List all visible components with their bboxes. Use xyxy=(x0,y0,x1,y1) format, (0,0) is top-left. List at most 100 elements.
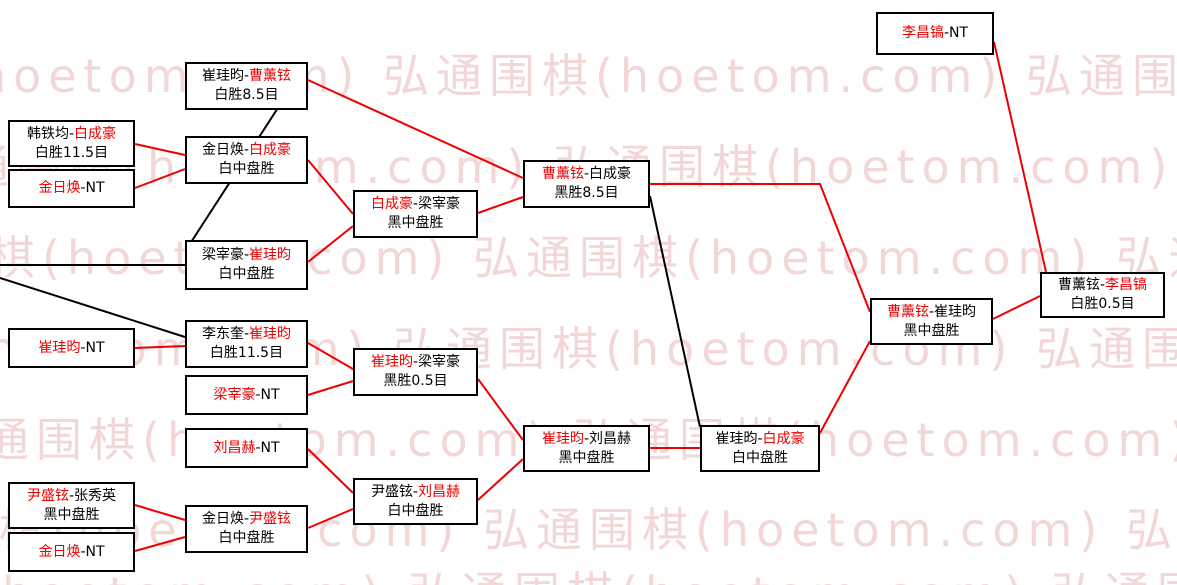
match-result: 黑胜8.5目 xyxy=(554,185,619,201)
winner-path-line xyxy=(307,225,354,263)
winner-name: 崔珪昀 xyxy=(38,339,81,356)
winner-path-line xyxy=(307,380,354,396)
match-box-cui-liang: 崔珪昀-梁宰豪黑胜0.5目 xyxy=(353,348,478,396)
winner-name: 李昌镐 xyxy=(1105,277,1148,293)
player-name: -NT xyxy=(255,439,280,456)
bye-box-jin-nt-1: 金日焕-NT xyxy=(8,169,135,208)
winner-name: 白成豪 xyxy=(74,125,117,142)
player-name: -崔珪昀 xyxy=(928,303,977,320)
winner-name: 曹薰铉 xyxy=(886,303,929,320)
match-box-cui-liu: 崔珪昀-刘昌赫黑中盘胜 xyxy=(523,425,650,472)
winner-name: 梁宰豪 xyxy=(213,386,256,403)
match-box-han-bai: 韩铁均-白成豪白胜11.5目 xyxy=(8,120,135,167)
player-name: -NT xyxy=(80,180,105,196)
bye-box-cui-nt: 崔珪昀-NT xyxy=(8,328,135,368)
winner-path-line xyxy=(134,168,186,189)
winner-name: 金日焕 xyxy=(38,543,81,560)
winner-path-line xyxy=(477,458,524,501)
winner-path-line xyxy=(992,295,1041,320)
winner-name: 崔珪昀 xyxy=(541,430,584,447)
match-result: 白中盘胜 xyxy=(218,530,275,546)
matchup-names: 金日焕-尹盛铉 xyxy=(202,510,291,529)
player-name: -NT xyxy=(943,25,969,41)
matchup-names: 崔珪昀-梁宰豪 xyxy=(371,353,460,372)
winner-name: 崔珪昀 xyxy=(249,326,292,342)
matchup-names: 崔珪昀-NT xyxy=(38,339,104,358)
match-result: 白胜0.5目 xyxy=(1070,296,1135,312)
matchup-names: 李昌镐-NT xyxy=(902,24,968,43)
match-box-cui-cao: 崔珪昀-曹薰铉白胜8.5目 xyxy=(185,62,308,110)
winner-path-line xyxy=(134,345,186,349)
winner-path-line xyxy=(650,183,871,313)
winner-name: 刘昌赫 xyxy=(213,439,256,456)
matchup-names: 曹薰铉-崔珪昀 xyxy=(887,303,976,322)
player-name: 尹盛铉- xyxy=(370,483,419,500)
winner-name: 白成豪 xyxy=(762,430,805,447)
matchup-names: 金日焕-NT xyxy=(38,179,104,198)
winner-path-line xyxy=(477,196,524,214)
player-name: -NT xyxy=(80,339,105,356)
match-result: 白中盘胜 xyxy=(218,161,275,177)
matchup-names: 尹盛铉-刘昌赫 xyxy=(371,483,460,502)
matchup-names: 崔珪昀-刘昌赫 xyxy=(542,430,631,449)
matchup-names: 刘昌赫-NT xyxy=(213,439,279,458)
winner-path-line xyxy=(134,536,186,552)
bracket-line xyxy=(649,195,701,428)
matchup-names: 尹盛铉-张秀英 xyxy=(27,487,116,506)
match-result: 黑中盘胜 xyxy=(558,449,615,466)
player-name: 韩铁均- xyxy=(26,125,75,142)
winner-path-line xyxy=(993,41,1047,273)
matchup-names: 梁宰豪-NT xyxy=(213,386,279,405)
match-box-cui-bai: 崔珪昀-白成豪白中盘胜 xyxy=(700,425,820,472)
player-name: -张秀英 xyxy=(68,487,117,504)
matchup-names: 曹薰铉-白成豪 xyxy=(542,165,631,184)
matchup-names: 梁宰豪-崔珪昀 xyxy=(202,246,291,265)
matchup-names: 韩铁均-白成豪 xyxy=(27,125,116,144)
player-name: 金日焕- xyxy=(201,142,250,158)
match-box-liang-cui: 梁宰豪-崔珪昀白中盘胜 xyxy=(185,240,308,290)
winner-path-line xyxy=(819,340,871,434)
winner-name: 尹盛铉 xyxy=(26,487,69,504)
match-box-li-cui: 李东奎-崔珪昀白胜11.5目 xyxy=(185,320,308,368)
winner-path-line xyxy=(307,159,354,215)
player-name: -梁宰豪 xyxy=(412,354,461,370)
bye-box-jin-nt-2: 金日焕-NT xyxy=(8,532,135,572)
match-result: 白胜11.5目 xyxy=(34,144,109,161)
match-result: 白中盘胜 xyxy=(732,449,788,466)
matchup-names: 崔珪昀-白成豪 xyxy=(715,430,804,449)
winner-name: 曹薰铉 xyxy=(541,166,584,182)
match-box-cao-bai: 曹薰铉-白成豪黑胜8.5目 xyxy=(523,160,650,208)
winner-path-line xyxy=(134,504,186,521)
matchup-names: 李东奎-崔珪昀 xyxy=(202,325,291,344)
winner-path-line xyxy=(307,342,354,370)
player-name: 崔珪昀- xyxy=(201,68,250,84)
bye-box-lee-nt: 李昌镐-NT xyxy=(876,12,994,55)
winner-name: 尹盛铉 xyxy=(249,511,292,527)
match-box-cao-lee: 曹薰铉-李昌镐白胜0.5目 xyxy=(1040,272,1165,318)
match-result: 白胜8.5目 xyxy=(214,87,279,103)
winner-name: 白成豪 xyxy=(249,142,292,158)
winner-name: 崔珪昀 xyxy=(370,354,413,370)
matchup-names: 白成豪-梁宰豪 xyxy=(371,195,460,214)
matchup-names: 曹薰铉-李昌镐 xyxy=(1058,276,1147,295)
match-result: 黑胜0.5目 xyxy=(383,373,448,389)
bye-box-liu-nt: 刘昌赫-NT xyxy=(185,428,308,468)
match-result: 白中盘胜 xyxy=(387,502,444,519)
player-name: -NT xyxy=(255,386,280,403)
match-result: 白中盘胜 xyxy=(218,266,275,282)
match-box-jin-yin: 金日焕-尹盛铉白中盘胜 xyxy=(185,505,308,553)
match-result: 黑中盘胜 xyxy=(43,506,100,523)
match-result: 白胜11.5目 xyxy=(209,345,284,361)
matchup-names: 金日焕-NT xyxy=(38,543,104,562)
player-name: 李东奎- xyxy=(201,326,250,342)
player-name: -梁宰豪 xyxy=(412,196,461,212)
winner-path-line xyxy=(307,448,354,494)
player-name: -刘昌赫 xyxy=(583,430,632,447)
winner-name: 金日焕 xyxy=(38,180,81,196)
match-result: 黑中盘胜 xyxy=(387,215,444,231)
player-name: 金日焕- xyxy=(201,511,250,527)
match-box-cao-cui: 曹薰铉-崔珪昀黑中盘胜 xyxy=(870,298,993,345)
player-name: -NT xyxy=(80,543,105,560)
